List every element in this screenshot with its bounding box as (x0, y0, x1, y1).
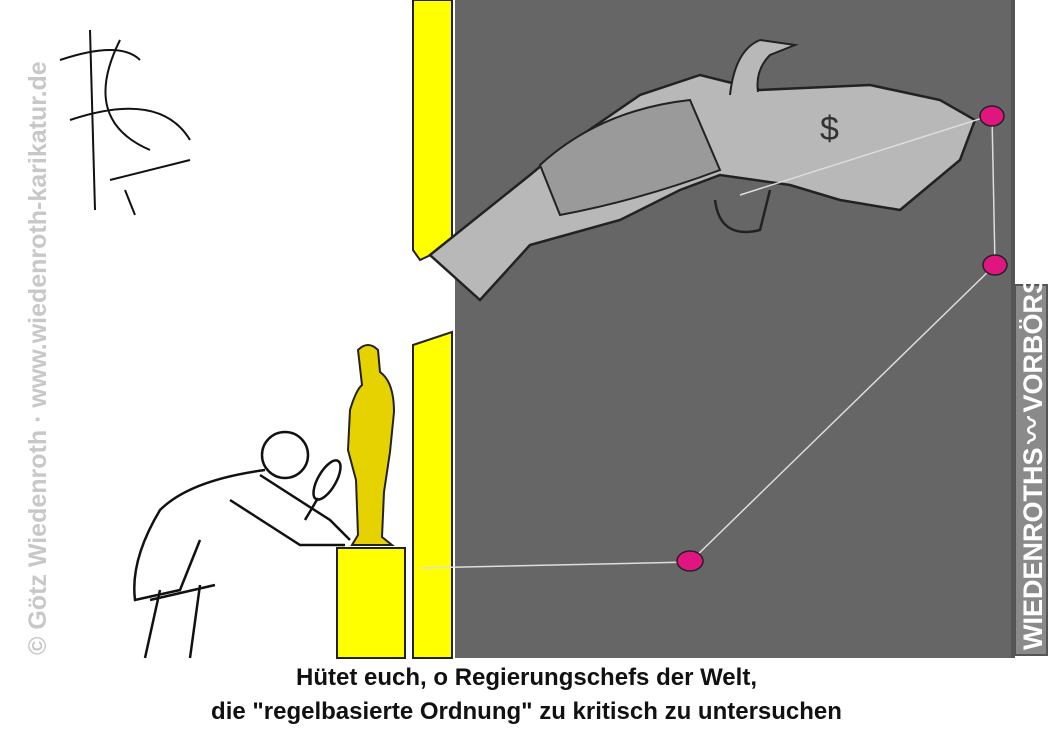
man-with-magnifier (133, 430, 351, 659)
pedestal (336, 547, 406, 659)
wave-icon: 〰 (1018, 416, 1048, 444)
copyright-credit: © Götz Wiedenroth · www.wiedenroth-karik… (24, 61, 52, 655)
caption-line-1: Hütet euch, o Regierungschefs der Welt, (296, 664, 757, 691)
yellow-pillar-bottom (412, 330, 453, 659)
yellow-pillar-top (412, 0, 453, 262)
wall-edge (1011, 0, 1015, 658)
brand-left: WIEDENROTHS (1018, 447, 1048, 651)
pin (982, 254, 1008, 276)
pin (676, 550, 704, 572)
pins (676, 105, 1008, 572)
brand-logo: WIEDENROTHS 〰 VORBÖRSE (1014, 258, 1048, 656)
brand-right: VORBÖRSE (1018, 257, 1048, 413)
dollar-symbol: $ (820, 110, 839, 148)
signature (59, 29, 191, 216)
caption-line-2: die "regelbasierte Ordnung" zu kritisch … (211, 698, 842, 725)
revolver: $ (428, 38, 977, 302)
pin (979, 105, 1005, 127)
statuette (346, 344, 396, 546)
